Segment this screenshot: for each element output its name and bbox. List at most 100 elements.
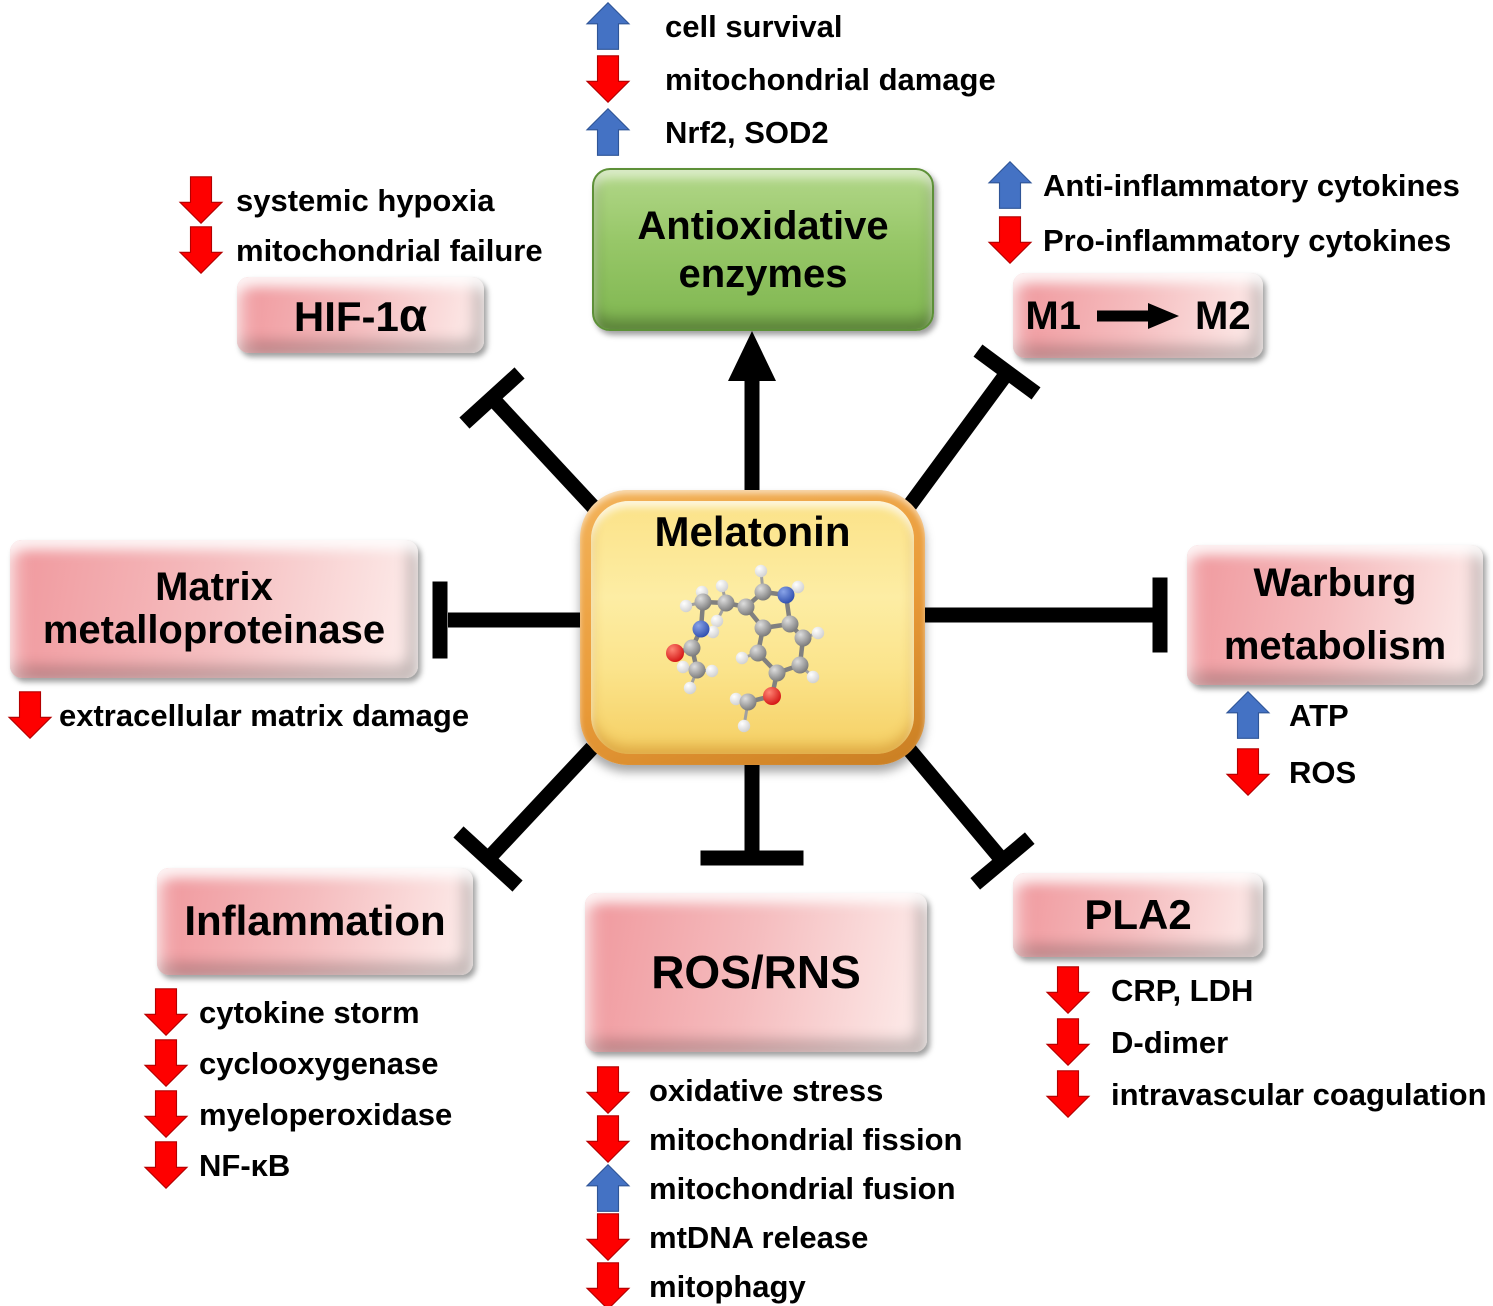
down-arrow-icon [143,1039,189,1087]
m1m2-effects: Anti-inflammatory cytokines Pro-inflamma… [987,161,1460,271]
effect-row: cell survival [585,2,843,50]
effect-label: mitochondrial failure [236,232,543,268]
matrix-metalloproteinase-box: Matrix metalloproteinase [10,540,418,678]
inflammation-label: Inflammation [184,897,446,945]
hif-effects: systemic hypoxia mitochondrial failure [178,176,543,276]
effect-row: oxidative stress [585,1066,883,1114]
effect-label: systemic hypoxia [236,182,495,218]
effect-row: Anti-inflammatory cytokines [987,161,1460,209]
antioxidative-label-line2: enzymes [678,251,848,296]
ros-rns-box: ROS/RNS [585,893,927,1052]
inflammation-effects: cytokine storm cyclooxygenase myeloperox… [143,988,452,1192]
effect-label: oxidative stress [649,1072,884,1108]
effect-row: ATP [1225,691,1349,739]
alpha-symbol: α [398,288,428,341]
pla2-label: PLA2 [1084,890,1192,938]
melatonin-box: Melatonin [580,490,925,765]
effect-label: mitochondrial fission [649,1121,963,1157]
down-arrow-icon [1045,1018,1091,1066]
effect-label: mitochondrial fusion [649,1170,956,1206]
antioxidative-label-line1: Antioxidative [637,203,889,248]
effect-row: myeloperoxidase [143,1090,452,1138]
down-arrow-icon [143,1090,189,1138]
down-arrow-icon [585,1213,631,1261]
antioxidative-enzymes-box: Antioxidative enzymes [592,168,934,331]
down-arrow-icon [178,226,224,274]
effect-label: mitophagy [649,1268,806,1304]
effect-row: mitochondrial failure [178,226,543,274]
effect-label: ATP [1289,697,1349,733]
effect-row: mitochondrial fission [585,1115,962,1163]
matrix-label-line1: Matrix [155,564,273,609]
down-arrow-icon [1045,1070,1091,1118]
inhibition-bar-pla2 [970,832,1035,890]
effect-row: Nrf2, SOD2 [585,108,829,156]
connector-inflammation [482,742,598,865]
effect-label: mitochondrial damage [665,61,996,97]
down-arrow-icon [143,988,189,1036]
effect-row: mitophagy [585,1262,806,1306]
effect-row: extracellular matrix damage [7,691,469,739]
effect-label: Pro-inflammatory cytokines [1043,222,1452,258]
up-arrow-icon [1225,691,1271,739]
melatonin-box-face [591,501,914,754]
activation-arrowhead [728,331,776,381]
ros-rns-label: ROS/RNS [651,946,861,999]
connector-hif [486,392,604,518]
effect-label: ROS [1289,754,1357,790]
matrix-label-line2: metalloproteinase [42,608,386,652]
effect-label: mtDNA release [649,1219,869,1255]
m2-label: M2 [1195,293,1251,338]
pla2-box: PLA2 [1013,873,1263,957]
effect-row: D-dimer [1045,1018,1228,1066]
up-arrow-icon [585,2,631,50]
warburg-effects: ATP ROS [1225,691,1356,805]
effect-label: Nrf2, SOD2 [665,114,829,150]
effect-row: mitochondrial damage [585,55,996,103]
down-arrow-icon [1225,748,1271,796]
down-arrow-icon [585,1066,631,1114]
effect-label: intravascular coagulation [1111,1076,1487,1112]
inhibition-bar-m1m2 [973,344,1041,400]
up-arrow-icon [585,1164,631,1212]
warburg-metabolism-box: Warburg metabolism [1187,545,1483,685]
down-arrow-icon [585,1262,631,1306]
melatonin-molecule [666,564,825,733]
effect-label: cell survival [665,8,843,44]
hif-1a-box: HIF-1α [237,277,484,353]
pla2-effects: CRP, LDH D-dimer intravascular coagulati… [1045,966,1487,1122]
up-arrow-icon [987,161,1033,209]
down-arrow-icon [1045,966,1091,1014]
matrix-effects: extracellular matrix damage [7,691,469,739]
effect-row: NF-κB [143,1141,290,1189]
effect-row: systemic hypoxia [178,176,494,224]
effect-label: extracellular matrix damage [59,697,470,733]
effect-row: intravascular coagulation [1045,1070,1487,1118]
antioxidative-effects: cell survival mitochondrial damage Nrf2,… [585,2,996,161]
molecule-atoms [666,564,825,733]
effect-row: ROS [1225,748,1356,796]
rosrns-effects: oxidative stress mitochondrial fission m… [585,1066,962,1306]
effect-row: cyclooxygenase [143,1039,439,1087]
effect-row: CRP, LDH [1045,966,1253,1014]
connector-pla2 [902,743,1008,865]
inhibition-bar-inflammation [453,826,523,892]
effect-row: mitochondrial fusion [585,1164,956,1212]
hif-1a-label: HIF-1α [293,288,428,341]
effect-row: cytokine storm [143,988,420,1036]
m1-to-m2-arrow-icon [1097,302,1179,329]
effect-label: CRP, LDH [1111,972,1254,1008]
connector-m1m2 [903,368,1014,510]
effect-label: Anti-inflammatory cytokines [1043,167,1460,203]
down-arrow-icon [143,1141,189,1189]
down-arrow-icon [7,691,53,739]
m1-to-m2-box: M1 M2 [1013,273,1263,358]
down-arrow-icon [987,216,1033,264]
warburg-label-line2: metabolism [1223,624,1447,668]
down-arrow-icon [585,55,631,103]
effect-row: Pro-inflammatory cytokines [987,216,1451,264]
effect-row: mtDNA release [585,1213,868,1261]
inflammation-box: Inflammation [157,868,473,975]
